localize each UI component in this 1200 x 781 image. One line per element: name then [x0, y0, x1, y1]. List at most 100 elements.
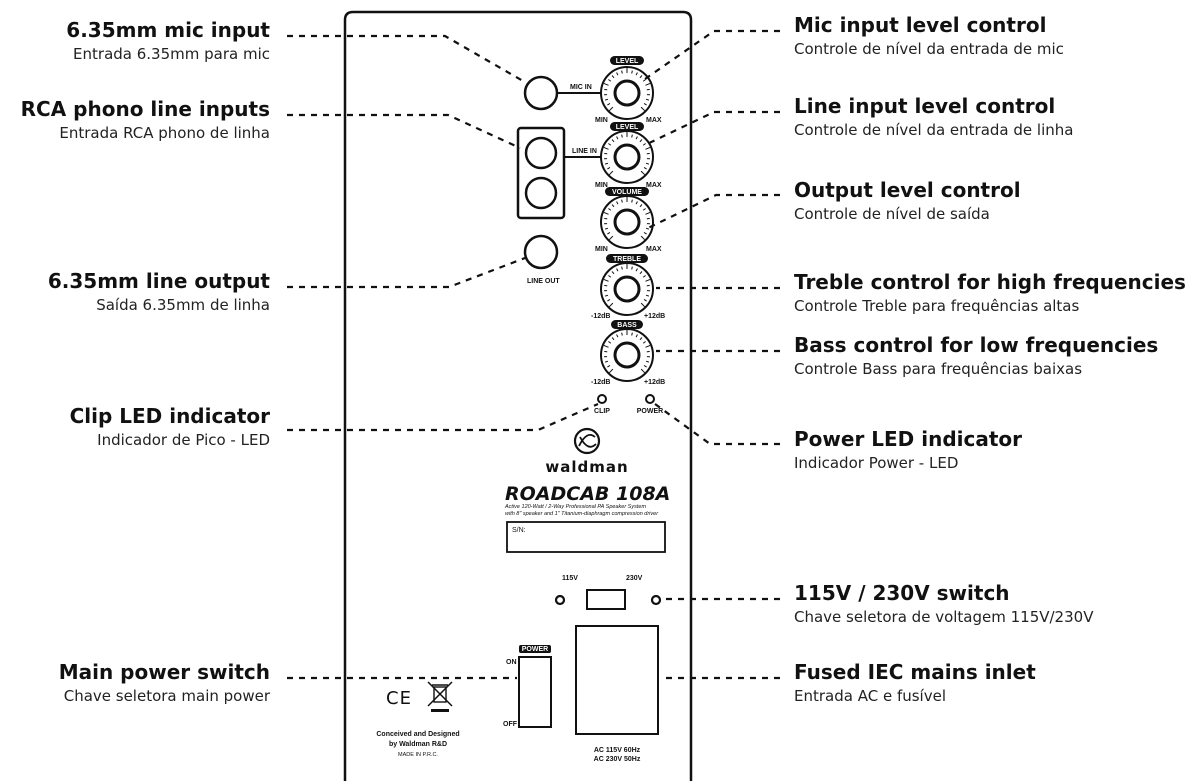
knob-scale-tick: [616, 136, 619, 140]
callout-clip-led-sub: Indicador de Pico - LED: [97, 431, 270, 449]
knob-scale-tick: [608, 341, 612, 344]
knob-scale-tick: [642, 143, 646, 146]
callout-line-output-sub: Saída 6.35mm de linha: [96, 296, 270, 314]
main-power-rocker: [518, 656, 552, 728]
knob-scale-tick: [603, 344, 609, 348]
callout-iec-title: Fused IEC mains inlet: [794, 660, 1036, 684]
knob-scale-tick: [621, 332, 623, 336]
treble-plus-label: +12dB: [644, 313, 665, 320]
conceived-line-1: Conceived and Designed: [376, 731, 459, 738]
knob-scale-tick: [603, 211, 609, 215]
brand-name: waldman: [545, 458, 628, 476]
knob-scale-tick: [607, 103, 611, 106]
knob-scale-tick: [616, 334, 619, 338]
callout-voltage-sub: Chave seletora de voltagem 115V/230V: [794, 608, 1094, 626]
iec-inlet: [575, 625, 659, 735]
callout-mic-level-sub: Controle de nível da entrada de mic: [794, 40, 1064, 58]
knob-scale-tick: [611, 75, 615, 79]
knob-scale-tick: [643, 103, 647, 106]
bass-pill: BASS: [617, 322, 637, 329]
knob-scale-tick: [603, 278, 609, 282]
mic-max-label: MAX: [646, 117, 662, 124]
knob-scale-tick: [604, 294, 609, 297]
model-description-1: Active 120-Watt / 2-Way Professional PA …: [504, 504, 646, 510]
knob-scale-tick: [642, 208, 646, 211]
knob-scale-tick: [642, 341, 646, 344]
knob-scale-tick: [645, 162, 650, 165]
voltage-230-label: 230V: [626, 575, 643, 582]
knob-scale-tick: [635, 72, 638, 76]
knob-scale-tick: [604, 162, 609, 165]
volume-pill: VOLUME: [612, 189, 642, 196]
knob-scale-tick: [616, 72, 619, 76]
leader-rca-inputs: [287, 113, 521, 149]
knob-scale-tick: [604, 360, 609, 363]
leader-mic-level: [644, 29, 780, 80]
callout-treble-sub: Controle Treble para frequências altas: [794, 297, 1080, 315]
power-led: [645, 394, 655, 404]
clip-led: [597, 394, 607, 404]
callout-main-power-title: Main power switch: [59, 660, 270, 684]
rca-input-box: [516, 126, 566, 220]
volume-max-label: MAX: [646, 246, 662, 253]
made-in-label: MADE IN P.R.C.: [398, 752, 438, 758]
knob-scale-tick: [645, 294, 650, 297]
line-min-label: MIN: [595, 182, 608, 189]
knob-scale-tick: [631, 70, 633, 74]
callout-voltage-title: 115V / 230V switch: [794, 581, 1010, 605]
knob-scale-tick: [621, 266, 623, 270]
ac-spec-2: AC 230V 50Hz: [594, 756, 641, 763]
bass-plus-label: +12dB: [644, 379, 665, 386]
knob-scale-tick: [611, 271, 615, 275]
knob-scale-tick: [608, 368, 614, 374]
callout-mic-input-sub: Entrada 6.35mm para mic: [73, 45, 270, 63]
knob-scale-tick: [645, 227, 650, 230]
leader-output-level: [647, 193, 780, 229]
leader-power-led: [654, 403, 780, 446]
bass-minus-label: -12dB: [591, 379, 610, 386]
line-output-jack: [523, 234, 559, 270]
knob-scale-tick: [645, 82, 651, 86]
power-switch-pill: [519, 645, 551, 653]
knob-scale-tick: [607, 232, 611, 235]
line-level-pill: LEVEL: [616, 124, 639, 131]
knob-scale-tick: [621, 134, 623, 138]
knob-scale-tick: [643, 232, 647, 235]
leader-mic-input: [287, 34, 524, 82]
knob-scale-tick: [642, 79, 646, 82]
mic-level-pill: LEVEL: [616, 58, 639, 65]
mic-min-label: MIN: [595, 117, 608, 124]
ce-mark: CE: [386, 688, 412, 709]
treble-minus-label: -12dB: [591, 313, 610, 320]
knob-scale-tick: [645, 360, 650, 363]
knob-scale-tick: [645, 146, 651, 150]
rca-jack-bottom: [524, 176, 558, 210]
knob-scale-tick: [635, 201, 638, 205]
leader-clip-led: [287, 402, 599, 432]
knob-scale-tick: [631, 266, 633, 270]
knob-scale-tick: [645, 344, 651, 348]
knob-scale-tick: [608, 106, 614, 112]
line-max-label: MAX: [646, 182, 662, 189]
callout-output-level-sub: Controle de nível de saída: [794, 205, 990, 223]
treble-knob: TREBLE -12dB +12dB: [591, 254, 665, 320]
knob-scale-tick: [608, 208, 612, 211]
mic-level-knob: LEVEL MIN MAX: [595, 56, 662, 124]
power-switch-pill-label: POWER: [522, 646, 548, 653]
volume-min-label: MIN: [595, 246, 608, 253]
clip-led-label: CLIP: [594, 408, 610, 415]
line-level-knob: LEVEL MIN MAX: [595, 122, 662, 189]
callout-bass-sub: Controle Bass para frequências baixas: [794, 360, 1082, 378]
knob-scale-tick: [607, 365, 611, 368]
callout-iec-sub: Entrada AC e fusível: [794, 687, 946, 705]
callout-treble-title: Treble control for high frequencies: [794, 270, 1186, 294]
voltage-screw-left: [554, 594, 566, 606]
serial-label: S/N:: [512, 527, 526, 534]
callout-line-level-title: Line input level control: [794, 94, 1055, 118]
output-volume-knob: VOLUME MIN MAX: [595, 187, 662, 253]
callout-line-level-sub: Controle de nível da entrada de linha: [794, 121, 1073, 139]
leader-line-level: [644, 110, 780, 146]
knob-scale-tick: [607, 167, 611, 170]
callout-rca-sub: Entrada RCA phono de linha: [59, 124, 270, 142]
